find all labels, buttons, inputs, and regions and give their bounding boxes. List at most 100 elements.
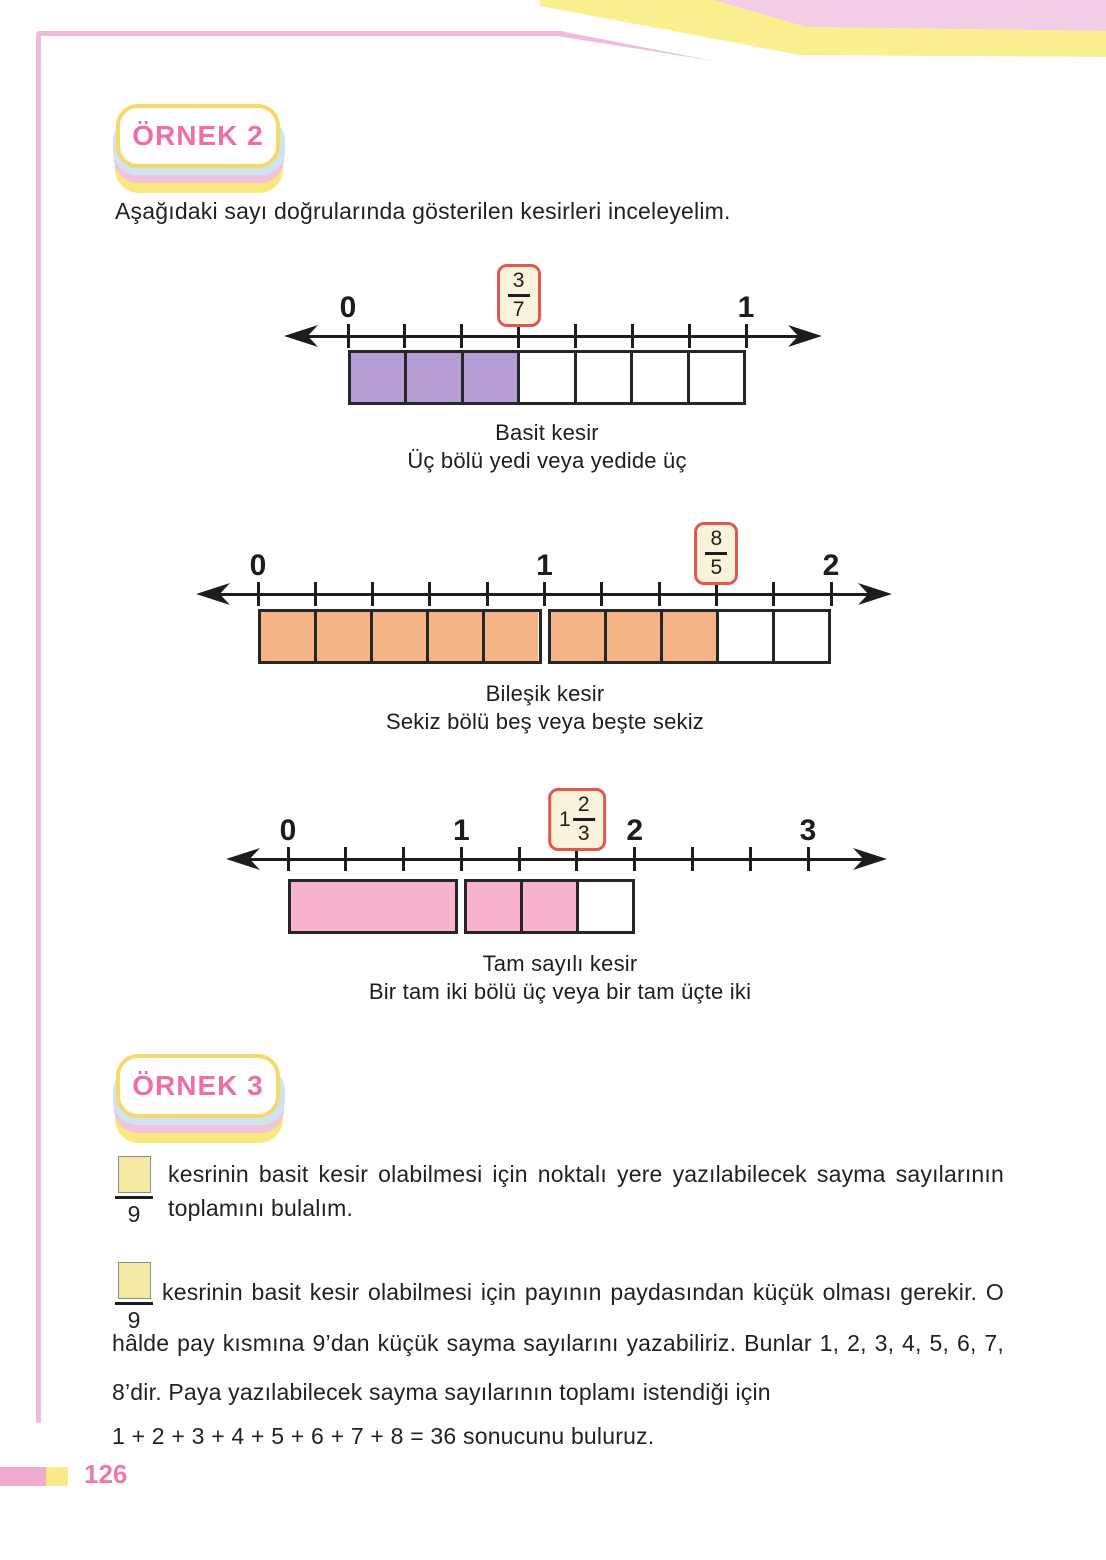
page-number: 126 [84, 1459, 128, 1489]
example-2-badge: ÖRNEK 2 [112, 104, 288, 200]
bar-cell-filled [603, 612, 660, 661]
axis-number-label: 0 [279, 814, 297, 847]
axis-tick [690, 847, 694, 871]
axis-tick [633, 847, 637, 871]
figure-caption-subtitle: Sekiz bölü beş veya beşte sekiz [385, 709, 705, 734]
intro-sentence: Aşağıdaki sayı doğrularında gösterilen k… [115, 198, 731, 224]
axis-tick [485, 582, 489, 606]
badge-face: ÖRNEK 3 [116, 1054, 280, 1118]
bar-cell-filled [467, 882, 521, 931]
axis-tick [402, 847, 406, 871]
problem-text-line1: kesrinin basit kesir olabilmesi için nok… [168, 1161, 1004, 1187]
axis-tick [346, 324, 350, 348]
frame-taper-line [560, 31, 714, 61]
fraction-bar-group [547, 609, 831, 664]
fraction-bar-group [288, 879, 459, 934]
fraction-denominator: 9 [127, 1201, 141, 1227]
badge-face: ÖRNEK 2 [116, 104, 280, 168]
axis-tick [600, 582, 604, 606]
solution-text-line1: kesrinin basit kesir olabilmesi için pay… [162, 1279, 1004, 1305]
ribbon-pink-band [713, 0, 1106, 31]
figure-caption-title: Tam sayılı kesir [482, 951, 638, 976]
number-line-axis [240, 858, 873, 861]
axis-tick [460, 324, 464, 348]
ribbon-yellow-band [540, 0, 1106, 57]
fraction-denominator: 3 [577, 822, 590, 846]
axis-tick [543, 582, 546, 606]
example-3-badge: ÖRNEK 3 [112, 1054, 288, 1150]
bar-cell-filled [314, 612, 371, 661]
bar-cell-empty [573, 353, 630, 402]
fraction-denominator: 9 [127, 1307, 141, 1333]
bar-cell-filled [404, 353, 461, 402]
frame-top-border [36, 31, 563, 36]
fraction-bar [115, 1302, 153, 1305]
fraction-bar [115, 1196, 153, 1199]
fraction-denominator: 7 [512, 298, 525, 322]
fraction-numerator: 3 [512, 269, 525, 292]
fraction-numerator: 2 [577, 793, 590, 816]
example-3-title: ÖRNEK 3 [132, 1070, 264, 1101]
fraction-bar-group [464, 879, 635, 934]
bar-cell-empty [575, 882, 632, 931]
figure-caption-title: Basit kesir [495, 420, 599, 445]
axis-tick [517, 847, 521, 871]
frame-left-border [36, 31, 41, 1423]
bar-cell-empty [686, 353, 743, 402]
axis-tick [573, 324, 577, 348]
bar-cell-empty [517, 353, 573, 402]
fraction-bar [705, 552, 728, 556]
axis-number-label: 2 [822, 549, 840, 582]
bar-cell-filled [659, 612, 716, 661]
axis-number-label: 1 [452, 814, 470, 847]
axis-tick [748, 847, 752, 871]
number-line-axis [298, 335, 808, 338]
axis-tick [630, 324, 634, 348]
bar-cell-filled [460, 353, 518, 402]
axis-tick [286, 847, 290, 871]
axis-tick [772, 582, 776, 606]
axis-tick [575, 847, 579, 871]
axis-number-label: 3 [799, 814, 817, 847]
bar-cell-empty [630, 353, 686, 402]
footer-strip-pink [0, 1467, 46, 1486]
axis-tick [313, 582, 317, 606]
axis-tick [657, 582, 661, 606]
bar-cell-filled [520, 882, 576, 931]
bar-cell-filled [370, 612, 427, 661]
bar-cell-filled [351, 353, 405, 402]
figure-caption-title: Bileşik kesir [485, 681, 605, 706]
blank-numerator-box [117, 1156, 151, 1193]
bar-cell-filled [291, 882, 456, 931]
bar-cell-filled [482, 612, 539, 661]
fraction-bar-group [258, 609, 542, 664]
axis-tick [687, 324, 691, 348]
blank-over-9-fraction: 9 [114, 1156, 154, 1228]
blank-numerator-box [117, 1262, 151, 1299]
solution-sum-equation: 1 + 2 + 3 + 4 + 5 + 6 + 7 + 8 = 36 sonuc… [112, 1423, 655, 1449]
fraction-bar [507, 294, 530, 298]
solution-text-line2: hâlde pay kısmına 9’dan küçük sayma sayı… [112, 1330, 1004, 1356]
axis-number-label: 1 [536, 549, 553, 582]
axis-tick [517, 324, 521, 348]
axis-tick [459, 847, 463, 871]
axis-tick [829, 582, 833, 606]
bar-cell-filled [550, 612, 604, 661]
mixed-number-whole: 1 [559, 808, 571, 832]
corner-ribbon-decoration [540, 0, 1106, 61]
figure-caption-subtitle: Bir tam iki bölü üç veya bir tam üçte ik… [368, 979, 752, 1004]
axis-tick [714, 582, 718, 606]
axis-number-label: 1 [737, 291, 755, 324]
axis-tick [403, 324, 407, 348]
bar-cell-filled [261, 612, 315, 661]
problem-text-line2: toplamını bulalım. [168, 1195, 354, 1221]
